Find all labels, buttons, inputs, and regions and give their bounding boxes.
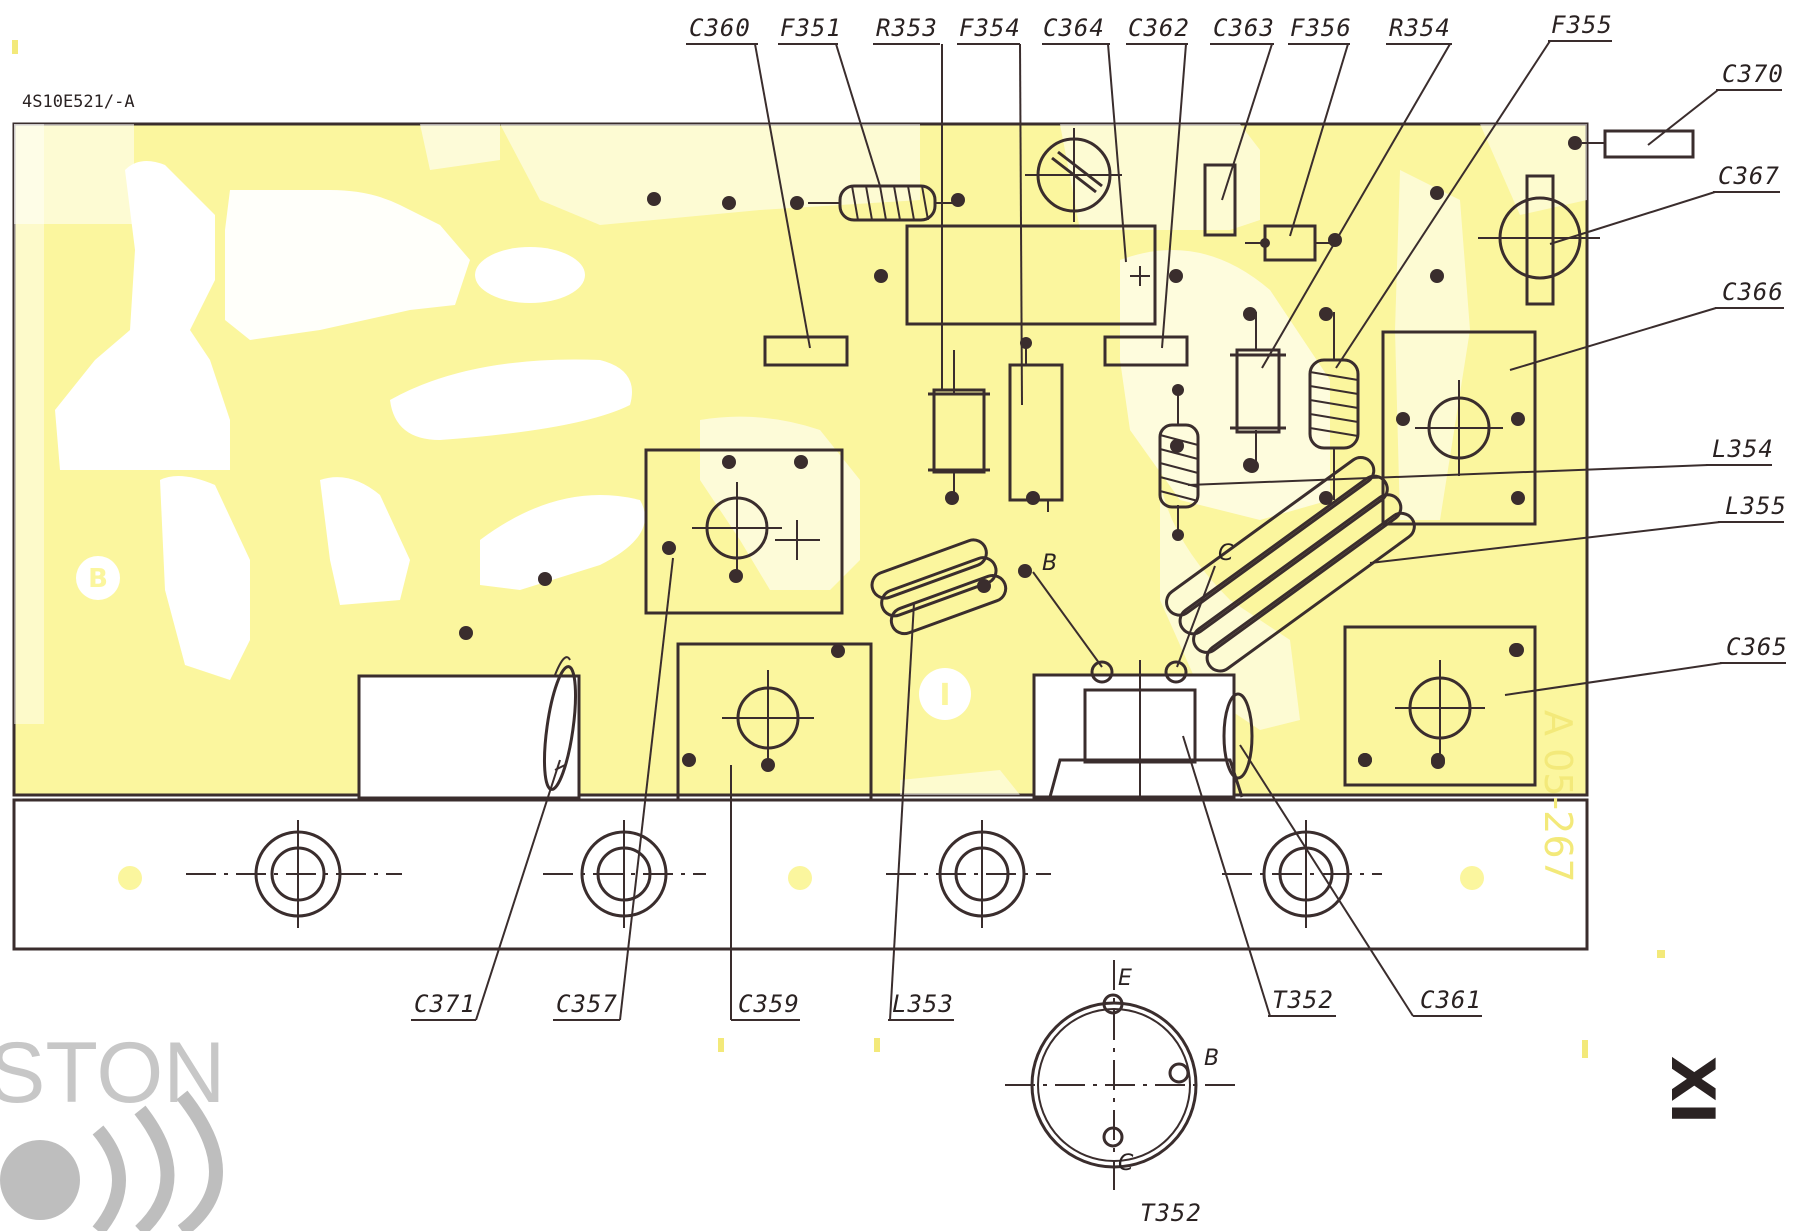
capacitor-c363: [1203, 163, 1237, 237]
board-code: 4S10E521/-A: [22, 92, 135, 112]
trimmer-c365: [1343, 625, 1537, 787]
pin-label-c: C: [1218, 541, 1234, 566]
label-c363: C363: [1213, 14, 1275, 42]
resistor-r353: [928, 350, 990, 500]
transistor-t352: [1032, 660, 1254, 820]
label-r353: R353: [876, 14, 938, 42]
coil-f351: [808, 184, 958, 222]
label-f355: F355: [1551, 11, 1613, 39]
label-f356: F356: [1290, 14, 1352, 42]
label-c359: C359: [738, 990, 800, 1018]
right-labels: C370 C367 C366 L354 L355 C365: [1187, 60, 1788, 696]
watermark-logo: STON: [0, 1025, 225, 1231]
bracket-c371: [357, 656, 581, 800]
filter-f356: [1245, 224, 1342, 262]
label-l353: L353: [892, 990, 954, 1018]
coil-l355: [1165, 455, 1416, 673]
board-stamp: A 05-267: [1536, 710, 1580, 883]
label-l355: L355: [1725, 492, 1787, 520]
bottom-labels: C371 C357 C359 L353 T352 C361: [411, 557, 1482, 1021]
capacitor-c370: [1582, 129, 1695, 159]
label-t352: T352: [1272, 986, 1334, 1014]
label-f351: F351: [780, 14, 842, 42]
label-c367: C367: [1718, 162, 1780, 190]
label-c361: C361: [1420, 986, 1482, 1014]
capacitor-c364: [905, 224, 1157, 326]
coil-l354: [1158, 384, 1200, 541]
pinout-label-b: B: [1204, 1046, 1219, 1071]
components: [357, 128, 1695, 820]
label-c362: C362: [1128, 14, 1190, 42]
trimmer-c357: [644, 448, 844, 615]
t352-pinout: E B C T352: [1005, 960, 1236, 1227]
pin-label-b: B: [1042, 551, 1057, 576]
label-f354: F354: [959, 14, 1021, 42]
registration-marks: [12, 40, 1665, 1058]
transistor-leads: B C: [1032, 541, 1234, 668]
trimmer-c366: [1381, 330, 1537, 526]
label-l354: L354: [1712, 435, 1774, 463]
trimmer-top: [1025, 128, 1122, 222]
label-c365: C365: [1726, 633, 1788, 661]
label-c357: C357: [556, 990, 618, 1018]
capacitor-c362: [1103, 335, 1189, 367]
filter-f354: [1008, 337, 1064, 512]
board-mark-i: I: [939, 678, 950, 713]
pinout-label-e: E: [1118, 966, 1132, 991]
label-c360: C360: [689, 14, 751, 42]
label-c366: C366: [1722, 278, 1784, 306]
resistor-r354: [1230, 312, 1286, 465]
top-labels: C360 F351 R353 F354 C364 C362 C363 F356 …: [686, 11, 1613, 406]
mounting-rail: [12, 798, 1589, 951]
capacitor-c360: [763, 335, 849, 367]
coil-l353: [870, 538, 1008, 636]
label-c364: C364: [1043, 14, 1105, 42]
pinout-label-c: C: [1118, 1151, 1134, 1176]
board-markings: B I: [76, 556, 971, 720]
sheet-mark: XI: [1657, 1056, 1727, 1125]
label-c370: C370: [1722, 60, 1784, 88]
board-mark-b: B: [88, 564, 108, 594]
capacitor-c367: [1478, 174, 1600, 306]
pinout-title: T352: [1140, 1199, 1202, 1227]
label-r354: R354: [1389, 14, 1451, 42]
label-c371: C371: [414, 990, 476, 1018]
